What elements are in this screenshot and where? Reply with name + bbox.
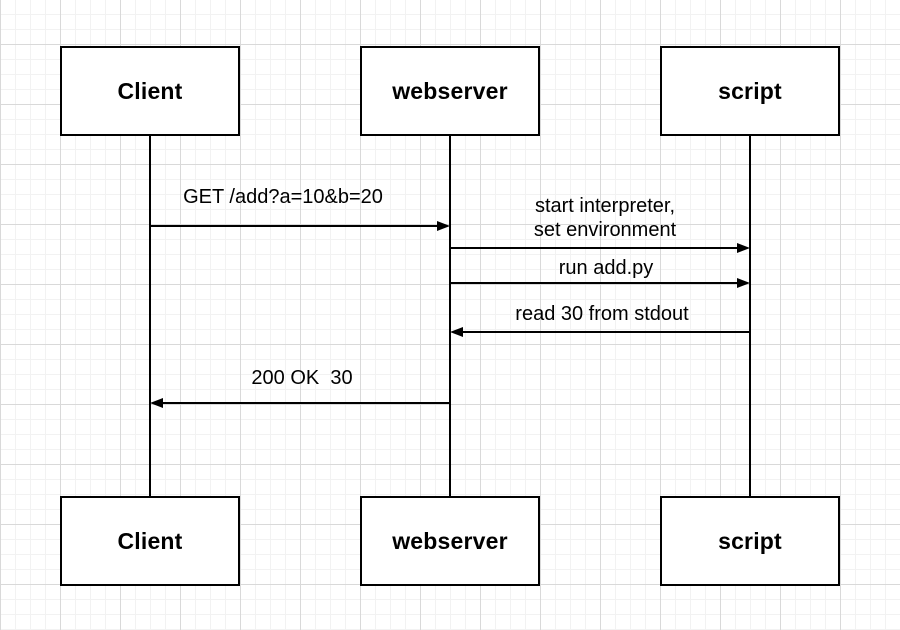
actor-label-script-bottom: script bbox=[718, 527, 782, 554]
actor-label-script-top: script bbox=[718, 77, 782, 104]
actor-box-script-top: script bbox=[660, 46, 840, 136]
message-label-get-request: GET /add?a=10&b=20 bbox=[183, 186, 383, 208]
message-line-read-stdout bbox=[461, 331, 750, 333]
arrowhead-right-icon bbox=[737, 243, 750, 253]
actor-label-client-top: Client bbox=[117, 77, 183, 104]
message-label-start-interpreter: start interpreter, set environment bbox=[533, 195, 677, 241]
message-line-get-request bbox=[150, 225, 440, 227]
message-line-run-addpy bbox=[450, 282, 740, 284]
message-label-run-addpy: run add.py bbox=[558, 257, 654, 279]
actor-label-client-bottom: Client bbox=[117, 527, 183, 554]
arrowhead-right-icon bbox=[737, 278, 750, 288]
message-label-read-stdout: read 30 from stdout bbox=[515, 303, 689, 325]
actor-box-webserver-bottom: webserver bbox=[360, 496, 540, 586]
actor-label-webserver-top: webserver bbox=[392, 77, 508, 104]
lifeline-webserver bbox=[449, 136, 451, 496]
arrowhead-left-icon bbox=[150, 398, 163, 408]
lifeline-script bbox=[749, 136, 751, 496]
message-line-response bbox=[161, 402, 450, 404]
actor-label-webserver-bottom: webserver bbox=[392, 527, 508, 554]
actor-box-webserver-top: webserver bbox=[360, 46, 540, 136]
message-label-response: 200 OK 30 bbox=[251, 367, 353, 389]
actor-box-client-top: Client bbox=[60, 46, 240, 136]
actor-box-script-bottom: script bbox=[660, 496, 840, 586]
actor-box-client-bottom: Client bbox=[60, 496, 240, 586]
arrowhead-left-icon bbox=[450, 327, 463, 337]
arrowhead-right-icon bbox=[437, 221, 450, 231]
message-line-start-interpreter bbox=[450, 247, 740, 249]
lifeline-client bbox=[149, 136, 151, 496]
